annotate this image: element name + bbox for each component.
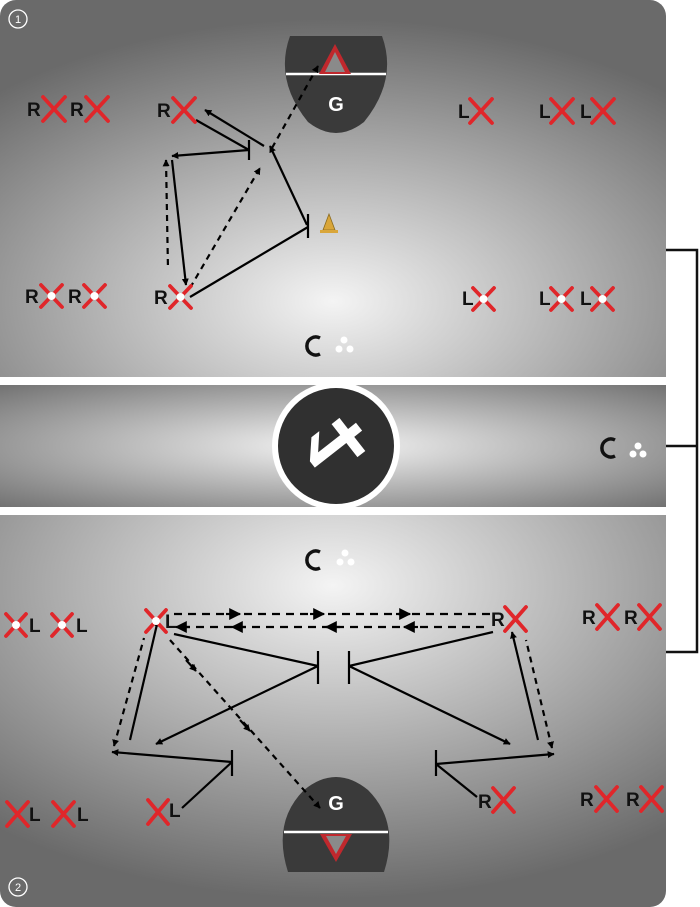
svg-text:2: 2 xyxy=(15,882,21,894)
player-p1-passer: R xyxy=(154,284,193,310)
x-marker-icon xyxy=(51,800,76,828)
svg-text:L: L xyxy=(165,612,177,633)
player-p2-left-passer: L xyxy=(144,608,177,634)
svg-text:L: L xyxy=(458,102,470,123)
x-marker-icon xyxy=(595,603,620,631)
svg-text:R: R xyxy=(582,608,596,629)
ball-dot-icon xyxy=(90,292,99,300)
svg-text:L: L xyxy=(539,102,551,123)
balls-icon xyxy=(335,336,354,353)
bracket-line xyxy=(666,248,699,654)
player-group-p1-top-right: L L L xyxy=(458,97,616,125)
player-group-p2-bottom-left: L L xyxy=(5,800,89,828)
x-marker-icon xyxy=(503,605,528,633)
goal-icon: G xyxy=(282,777,390,872)
panel-2-number: 2 xyxy=(8,877,28,897)
x-marker-icon xyxy=(41,95,67,123)
ball-dot-icon xyxy=(557,295,566,303)
svg-text:R: R xyxy=(478,792,492,813)
svg-text:L: L xyxy=(539,289,551,310)
x-marker-icon xyxy=(84,95,110,123)
player-group-p1-bottom-right: L L L xyxy=(462,286,615,312)
x-marker-icon xyxy=(468,97,494,125)
player-p1-receiver: R xyxy=(157,96,197,124)
svg-text:L: L xyxy=(76,616,88,637)
x-marker-icon xyxy=(639,785,664,813)
coach-icon xyxy=(600,437,616,459)
svg-text:R: R xyxy=(491,610,505,631)
svg-text:L: L xyxy=(29,805,41,826)
svg-text:R: R xyxy=(626,790,640,811)
svg-text:L: L xyxy=(29,616,41,637)
x-marker-icon xyxy=(637,603,662,631)
ball-dot-icon xyxy=(152,617,160,625)
svg-text:G: G xyxy=(328,94,344,116)
coach-icon xyxy=(305,335,321,357)
player-group-p1-bottom-left: R R xyxy=(25,283,107,309)
svg-text:L: L xyxy=(169,801,181,822)
ball-dot-icon xyxy=(58,621,66,629)
x-marker-icon xyxy=(491,786,516,814)
player-group-p2-top-left: L L xyxy=(4,612,88,638)
svg-text:G: G xyxy=(328,793,344,815)
svg-text:R: R xyxy=(25,287,39,308)
player-group-p1-top-left: R R xyxy=(27,95,110,123)
drill-lines-panel-1 xyxy=(162,65,319,298)
logo-icon xyxy=(272,382,400,510)
ball-dot-icon xyxy=(12,621,20,629)
svg-text:R: R xyxy=(157,101,171,122)
x-marker-icon xyxy=(549,97,575,125)
player-group-p2-top-right: R R xyxy=(582,603,662,631)
svg-text:R: R xyxy=(580,790,594,811)
x-marker-icon xyxy=(594,785,619,813)
ball-dot-icon xyxy=(598,295,607,303)
ball-dot-icon xyxy=(47,292,56,300)
drill-lines-panel-2 xyxy=(111,608,555,809)
panel-1-number: 1 xyxy=(8,9,28,29)
x-marker-icon xyxy=(5,800,30,828)
cone-icon xyxy=(320,212,338,233)
goal-icon: G xyxy=(284,36,388,133)
balls-icon xyxy=(336,549,355,566)
svg-text:L: L xyxy=(77,805,89,826)
player-p2-left-feeder: L xyxy=(146,798,181,826)
balls-icon xyxy=(629,442,647,458)
x-marker-icon xyxy=(590,97,616,125)
svg-text:R: R xyxy=(27,100,41,121)
svg-text:R: R xyxy=(624,608,638,629)
svg-text:L: L xyxy=(580,289,592,310)
svg-text:R: R xyxy=(70,100,84,121)
x-marker-icon xyxy=(146,798,170,826)
player-p2-right-feeder: R xyxy=(478,786,516,814)
svg-text:R: R xyxy=(154,288,168,309)
player-group-p2-bottom-right: R R xyxy=(580,785,664,813)
svg-text:1: 1 xyxy=(15,14,21,26)
svg-text:L: L xyxy=(462,289,474,310)
player-p2-right-passer: R xyxy=(491,605,528,633)
x-marker-icon xyxy=(171,96,197,124)
ball-dot-icon xyxy=(479,295,488,303)
coach-icon xyxy=(305,549,321,571)
ball-dot-icon xyxy=(176,293,185,301)
svg-text:L: L xyxy=(580,102,592,123)
svg-text:R: R xyxy=(68,287,82,308)
